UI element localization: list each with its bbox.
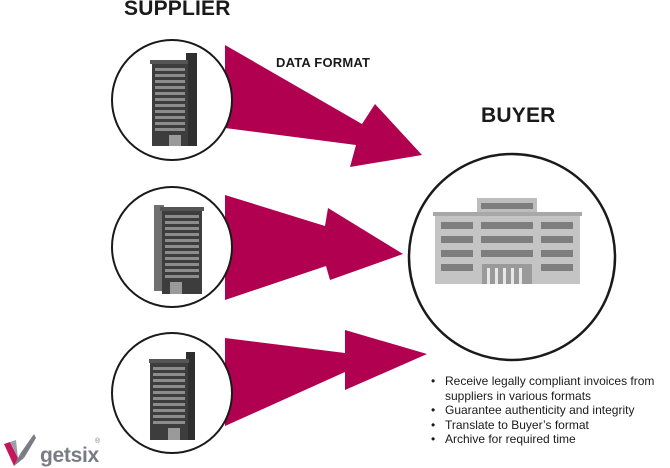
benefit-item: Receive legally compliant invoices from … — [430, 374, 670, 403]
benefit-item: Archive for required time — [430, 432, 670, 447]
arrow-3 — [225, 330, 427, 426]
data-format-label: DATA FORMAT — [276, 55, 371, 70]
supplier-building-1-icon — [150, 53, 197, 146]
buyer-building-icon — [433, 198, 582, 284]
buyer-benefits-list: Receive legally compliant invoices from … — [430, 374, 670, 447]
buyer-title: BUYER — [481, 104, 556, 127]
registered-mark: ® — [95, 438, 101, 445]
supplier-building-3-icon — [149, 352, 195, 440]
logo-wordmark: getsix — [40, 444, 99, 467]
supplier-title: SUPPLIER — [124, 0, 231, 20]
getsix-logo-icon — [4, 434, 36, 466]
benefit-item: Translate to Buyer’s format — [430, 418, 670, 433]
supplier-building-2-icon — [154, 205, 204, 294]
arrow-1 — [225, 45, 422, 167]
benefit-item: Guarantee authenticity and integrity — [430, 403, 670, 418]
arrow-2 — [225, 195, 403, 300]
